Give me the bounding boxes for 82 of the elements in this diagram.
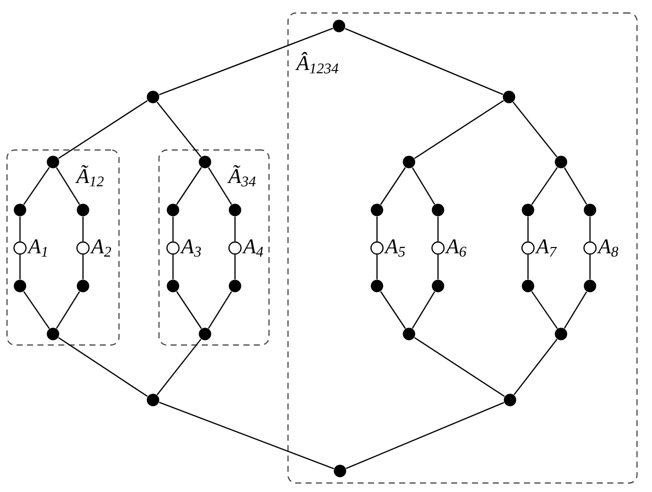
node-label: A$_{7}$ bbox=[535, 239, 557, 257]
connector-line bbox=[56, 167, 80, 205]
dot bbox=[432, 280, 444, 292]
dot bbox=[332, 20, 346, 32]
dot bbox=[370, 280, 384, 292]
dot bbox=[370, 204, 384, 216]
connector-line bbox=[437, 216, 439, 242]
connector-line bbox=[512, 102, 558, 158]
dot bbox=[76, 280, 90, 292]
dot bbox=[228, 204, 242, 216]
dot bbox=[334, 464, 346, 478]
connector-line bbox=[380, 291, 406, 329]
dot bbox=[402, 328, 416, 340]
node-label: A$_{4}$ bbox=[242, 239, 264, 257]
connector-line bbox=[527, 254, 529, 280]
dot bbox=[14, 280, 26, 292]
node-label: A$_{6}$ bbox=[445, 239, 466, 257]
dot bbox=[46, 156, 60, 168]
connector-line bbox=[564, 291, 588, 329]
connector-line bbox=[23, 291, 50, 329]
dot bbox=[146, 394, 160, 406]
dot bbox=[554, 156, 568, 168]
dot bbox=[502, 90, 516, 104]
connector-line bbox=[527, 216, 529, 242]
dot bbox=[522, 204, 534, 216]
connector-line bbox=[531, 291, 558, 329]
connector-line bbox=[589, 216, 591, 242]
connector-line bbox=[376, 254, 378, 280]
connector-line bbox=[412, 167, 436, 205]
connector-line bbox=[158, 28, 334, 96]
connector-line bbox=[346, 402, 504, 470]
connector-line bbox=[208, 291, 232, 329]
connector-line bbox=[234, 216, 236, 242]
connector-line bbox=[19, 254, 21, 280]
connector-line bbox=[344, 28, 504, 95]
dot bbox=[584, 280, 596, 292]
connector-line bbox=[531, 167, 558, 205]
connector-line bbox=[58, 337, 148, 397]
connector-line bbox=[176, 291, 202, 329]
connector-line bbox=[172, 254, 174, 280]
node-label: A$_{8}$ bbox=[597, 239, 618, 257]
connector-line bbox=[414, 100, 504, 159]
connector-line bbox=[437, 254, 439, 280]
dot bbox=[76, 204, 90, 216]
dot bbox=[432, 204, 444, 216]
connector-line bbox=[19, 216, 21, 242]
dot bbox=[166, 204, 180, 216]
dot bbox=[504, 394, 516, 406]
connector-line bbox=[414, 337, 505, 397]
node-label: A$_{5}$ bbox=[384, 239, 405, 257]
dot bbox=[402, 156, 416, 168]
connector-line bbox=[380, 167, 406, 205]
connector-line bbox=[158, 402, 334, 470]
connector-line bbox=[156, 338, 202, 396]
connector-line bbox=[156, 102, 202, 158]
connector-line bbox=[23, 167, 50, 205]
connector-line bbox=[514, 338, 558, 396]
node-label: A$_{1}$ bbox=[27, 239, 47, 257]
dot bbox=[46, 328, 60, 340]
dot bbox=[198, 156, 212, 168]
connector-line bbox=[234, 254, 236, 280]
connector-line bbox=[208, 167, 232, 205]
node-label: A$_{3}$ bbox=[180, 239, 201, 257]
connector-line bbox=[56, 291, 80, 329]
connector-line bbox=[176, 167, 202, 205]
dot bbox=[166, 280, 180, 292]
dot bbox=[554, 328, 568, 340]
dot bbox=[228, 280, 242, 292]
node-label: A$_{2}$ bbox=[90, 239, 112, 257]
dot bbox=[14, 204, 26, 216]
connector-line bbox=[58, 100, 148, 159]
connector-line bbox=[589, 254, 591, 280]
connector-line bbox=[82, 216, 84, 242]
dot bbox=[146, 90, 160, 104]
dot bbox=[522, 280, 534, 292]
connector-line bbox=[376, 216, 378, 242]
connector-line bbox=[412, 291, 436, 329]
dot bbox=[198, 328, 212, 340]
connector-line bbox=[564, 167, 588, 205]
dot bbox=[584, 204, 596, 216]
connector-line bbox=[82, 254, 84, 280]
connector-line bbox=[172, 216, 174, 242]
